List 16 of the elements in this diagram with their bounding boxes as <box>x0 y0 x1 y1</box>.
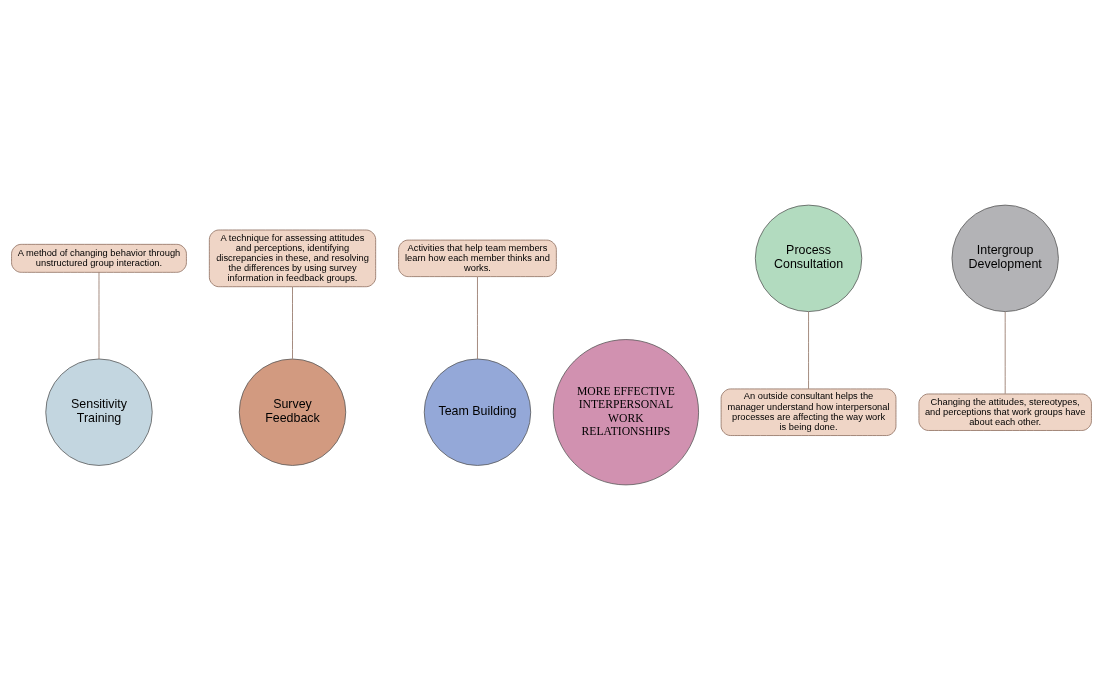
connector <box>1004 311 1006 395</box>
node-box: An outside consultant helps the manager understand how interpersonal processes are affecting the way work is being done. <box>720 388 897 436</box>
node-box: Activities that help team members learn how each member thinks and works. <box>398 239 557 277</box>
connector <box>808 311 809 390</box>
node-circle: Survey Feedback <box>238 358 347 466</box>
connector <box>98 272 100 360</box>
node-box: Changing the attitudes, stereotypes, and perceptions that work groups have about each other. <box>918 393 1092 431</box>
node-box: A technique for assessing attitudes and perceptions, identifying discrepancies in these, and resolving the differences by using survey information in feedback groups. <box>208 229 377 288</box>
connector <box>292 286 293 360</box>
node-circle: Intergroup Development <box>951 204 1059 312</box>
node-circle: Sensitivity Training <box>45 358 153 466</box>
connector <box>477 276 478 360</box>
node-circle: Process Consultation <box>754 204 863 312</box>
node-circle: Team Building <box>423 358 532 466</box>
node-box: A method of changing behavior through unstructured group interaction. <box>11 243 187 273</box>
node-circle: MORE EFFECTIVE INTERPERSONAL WORK RELATIONSHIPS <box>552 339 699 486</box>
